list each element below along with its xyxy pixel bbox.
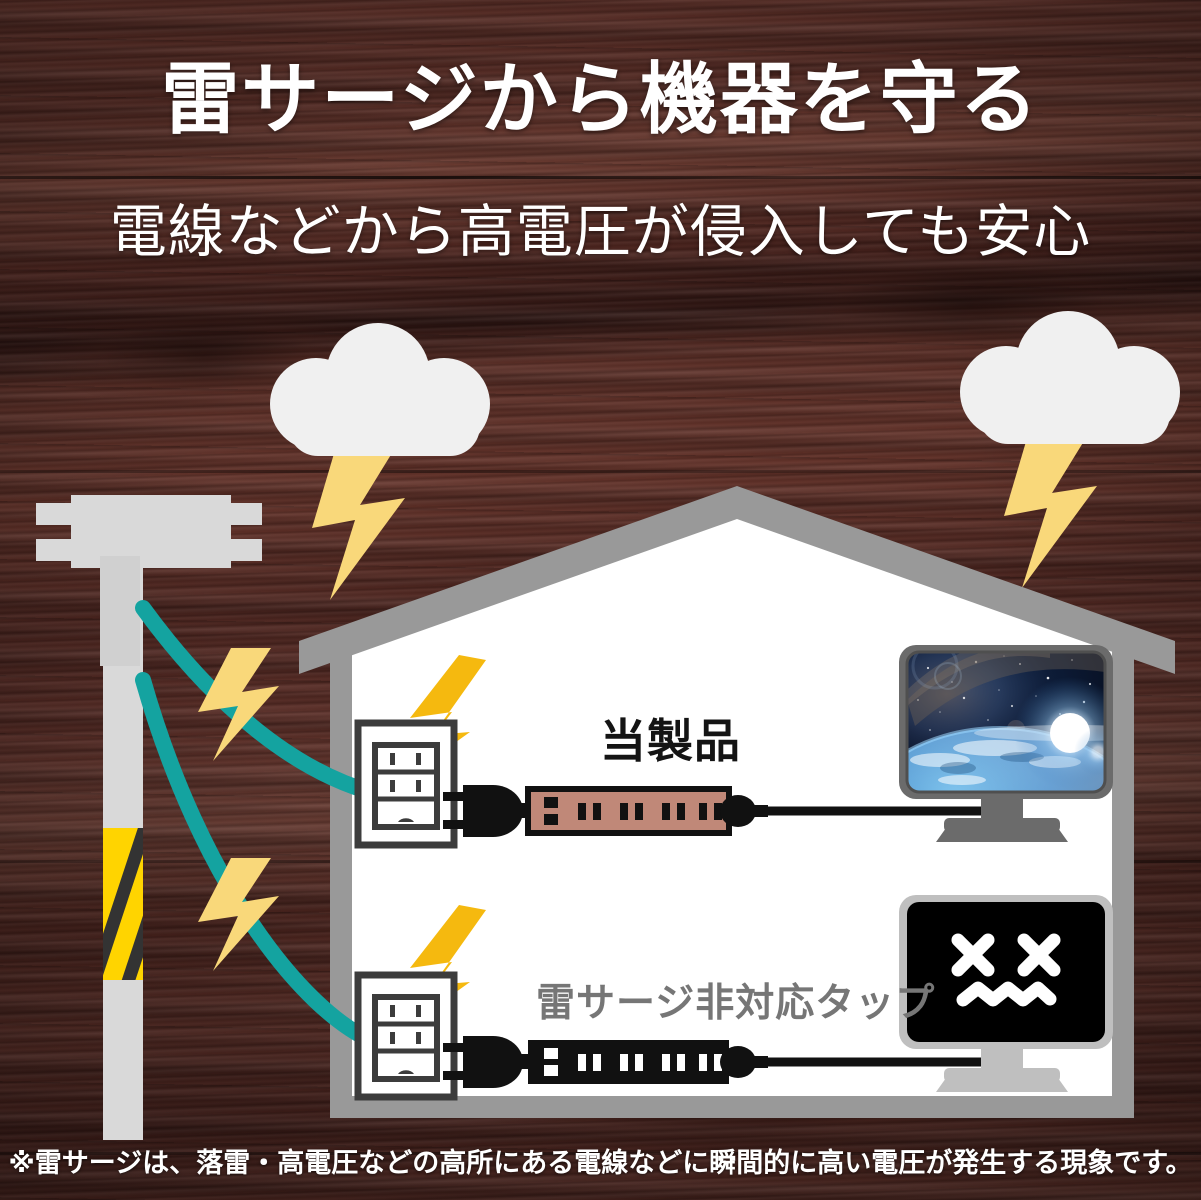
label-product: 当製品: [600, 715, 741, 767]
wood-grain-seam: [0, 470, 1201, 473]
sky-bolt-left: [312, 440, 405, 600]
wire-bolt-lower: [198, 858, 279, 971]
power-strip-product[interactable]: [443, 785, 1000, 837]
indoor-bolt-lower: [400, 905, 486, 1032]
dead-face-icon: [951, 933, 1061, 1007]
cloud-left-icon: [270, 323, 490, 456]
wood-grain-seam: [0, 176, 1201, 179]
wood-grain-seam: [0, 1152, 1201, 1155]
power-strip-unprotected[interactable]: [443, 1036, 1000, 1088]
wall-outlet-upper[interactable]: [354, 719, 458, 849]
page-title: 雷サージから機器を守る: [161, 55, 1040, 143]
monitor-working: [899, 645, 1113, 842]
utility-pole: [36, 495, 262, 1140]
wire-bolt-upper: [198, 648, 279, 761]
footnote-text: ※雷サージは、落雷・高電圧などの高所にある電線などに瞬間的に高い電圧が発生する現…: [8, 1148, 1193, 1178]
label-unprotected-strip: 雷サージ非対応タップ: [536, 982, 936, 1025]
wall-outlet-lower[interactable]: [354, 971, 458, 1101]
monitor-dead: [899, 895, 1113, 1092]
cloud-right-icon: [960, 311, 1180, 444]
indoor-bolt-upper: [400, 655, 486, 782]
sky-bolt-right: [1004, 428, 1097, 588]
wire-upper: [135, 600, 382, 801]
page-subtitle: 電線などから高電圧が侵入しても安心: [109, 200, 1092, 264]
